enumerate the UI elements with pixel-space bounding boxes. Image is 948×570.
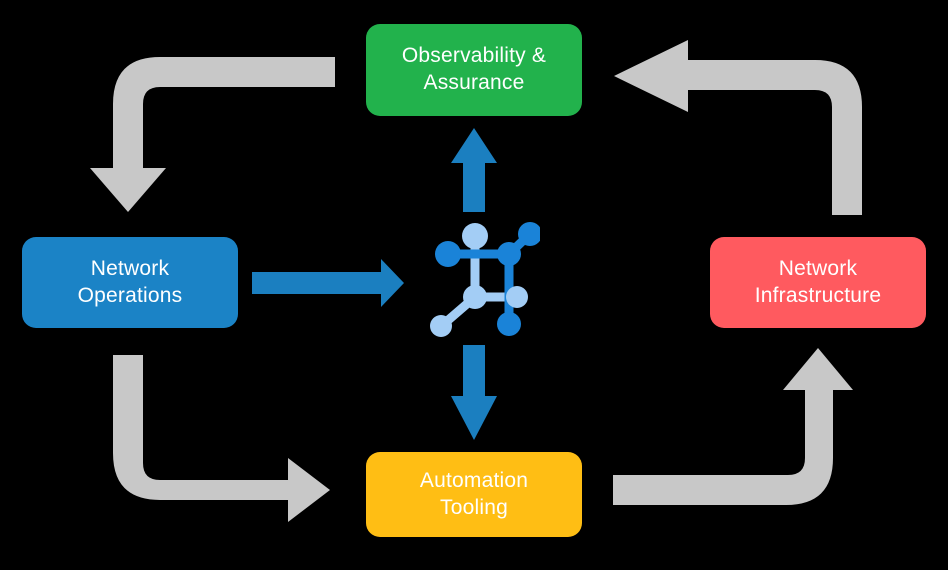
arrow-observability-to-operations xyxy=(90,57,335,212)
node-observability-assurance-label: Observability & Assurance xyxy=(401,44,547,94)
node-automation-tooling[interactable]: Automation Tooling xyxy=(366,452,582,537)
node-network-infrastructure[interactable]: Network Infrastructure xyxy=(710,237,926,328)
arrow-center-to-automation xyxy=(451,345,497,440)
arrow-operations-to-center xyxy=(252,259,404,307)
arrow-operations-to-automation xyxy=(113,355,330,522)
node-network-operations[interactable]: Network Operations xyxy=(22,237,238,328)
network-icon-dark-nodes xyxy=(435,222,540,336)
node-automation-tooling-label: Automation Tooling xyxy=(419,468,529,519)
node-network-operations-label: Network Operations xyxy=(77,256,183,307)
arrow-infrastructure-to-observability xyxy=(614,40,862,215)
arrow-automation-to-infrastructure xyxy=(613,348,853,505)
arrow-center-to-observability xyxy=(451,128,497,212)
network-icon-light-nodes xyxy=(430,223,528,337)
node-network-infrastructure-label: Network Infrastructure xyxy=(754,256,882,307)
node-observability-assurance[interactable]: Observability & Assurance xyxy=(366,24,582,116)
network-graph-icon xyxy=(430,222,540,337)
